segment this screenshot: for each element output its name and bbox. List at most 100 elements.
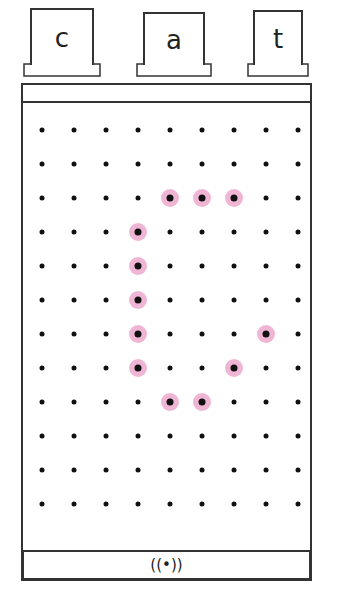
matrix-dot: [296, 468, 301, 473]
matrix-dot: [264, 128, 269, 133]
matrix-dot: [40, 298, 45, 303]
matrix-dot: [72, 400, 77, 405]
matrix-dot: [135, 365, 142, 372]
matrix-dot: [104, 502, 109, 507]
matrix-dot: [72, 196, 77, 201]
letter-key: t: [253, 10, 303, 65]
matrix-dot: [168, 332, 173, 337]
matrix-dot: [135, 297, 142, 304]
matrix-dot: [72, 434, 77, 439]
matrix-dot: [104, 468, 109, 473]
matrix-dot: [104, 434, 109, 439]
matrix-dot: [264, 434, 269, 439]
matrix-dot: [104, 128, 109, 133]
matrix-dot: [40, 196, 45, 201]
matrix-dot: [136, 128, 141, 133]
matrix-dot: [136, 468, 141, 473]
matrix-dot: [168, 230, 173, 235]
speaker-bar: ((•)): [22, 550, 311, 580]
matrix-dot: [40, 502, 45, 507]
lit-halo: [257, 325, 275, 343]
matrix-dot: [72, 468, 77, 473]
matrix-dot: [168, 468, 173, 473]
matrix-dot: [104, 162, 109, 167]
matrix-dot: [200, 366, 205, 371]
matrix-dot: [296, 162, 301, 167]
lit-halo: [129, 291, 147, 309]
lit-halo: [193, 393, 211, 411]
lit-halo: [129, 359, 147, 377]
matrix-dot: [136, 502, 141, 507]
matrix-dot: [104, 332, 109, 337]
matrix-dot: [296, 434, 301, 439]
matrix-dot: [200, 434, 205, 439]
matrix-dot: [264, 366, 269, 371]
key-base: [137, 64, 211, 76]
speaker-symbol: ((•)): [150, 556, 182, 574]
matrix-dot: [72, 298, 77, 303]
device-body: [22, 84, 311, 580]
matrix-dot: [264, 468, 269, 473]
matrix-dot: [167, 195, 174, 202]
matrix-dot: [200, 332, 205, 337]
matrix-dot: [168, 298, 173, 303]
matrix-dot: [296, 298, 301, 303]
matrix-dot: [72, 332, 77, 337]
matrix-dot: [136, 400, 141, 405]
matrix-dot: [200, 468, 205, 473]
matrix-dot: [104, 230, 109, 235]
matrix-dot: [72, 502, 77, 507]
matrix-dot: [231, 365, 238, 372]
matrix-dot: [296, 332, 301, 337]
matrix-dot: [264, 502, 269, 507]
key-base: [24, 64, 100, 76]
lit-halo: [225, 189, 243, 207]
letter-key: c: [30, 8, 94, 65]
dot-matrix: [40, 128, 301, 507]
matrix-dot: [264, 162, 269, 167]
matrix-dot: [199, 195, 206, 202]
matrix-dot: [232, 264, 237, 269]
matrix-dot: [40, 400, 45, 405]
matrix-dot: [72, 366, 77, 371]
matrix-dot: [200, 298, 205, 303]
matrix-dot: [264, 230, 269, 235]
lit-halo: [225, 359, 243, 377]
matrix-dot: [40, 264, 45, 269]
matrix-dot: [296, 502, 301, 507]
matrix-dot: [296, 230, 301, 235]
matrix-dot: [72, 128, 77, 133]
key-base: [248, 64, 308, 76]
matrix-dot: [264, 400, 269, 405]
matrix-dot: [168, 128, 173, 133]
matrix-dot: [296, 400, 301, 405]
matrix-dot: [296, 196, 301, 201]
matrix-dot: [200, 230, 205, 235]
matrix-dot: [296, 366, 301, 371]
matrix-dot: [40, 162, 45, 167]
matrix-dot: [40, 468, 45, 473]
matrix-dot: [263, 331, 270, 338]
key-letter: t: [273, 24, 283, 54]
matrix-dot: [72, 230, 77, 235]
matrix-dot: [104, 366, 109, 371]
matrix-dot: [296, 264, 301, 269]
matrix-dot: [200, 502, 205, 507]
matrix-dot: [199, 399, 206, 406]
matrix-dot: [264, 264, 269, 269]
matrix-dot: [168, 366, 173, 371]
matrix-dot: [168, 162, 173, 167]
matrix-dot: [136, 434, 141, 439]
matrix-dot: [135, 331, 142, 338]
matrix-dot: [232, 298, 237, 303]
matrix-dot: [167, 399, 174, 406]
matrix-dot: [168, 502, 173, 507]
matrix-dot: [72, 162, 77, 167]
matrix-dot: [264, 196, 269, 201]
header-line: [22, 101, 311, 103]
lit-halo: [129, 325, 147, 343]
matrix-dot: [232, 400, 237, 405]
matrix-dot: [40, 332, 45, 337]
matrix-dot: [104, 298, 109, 303]
